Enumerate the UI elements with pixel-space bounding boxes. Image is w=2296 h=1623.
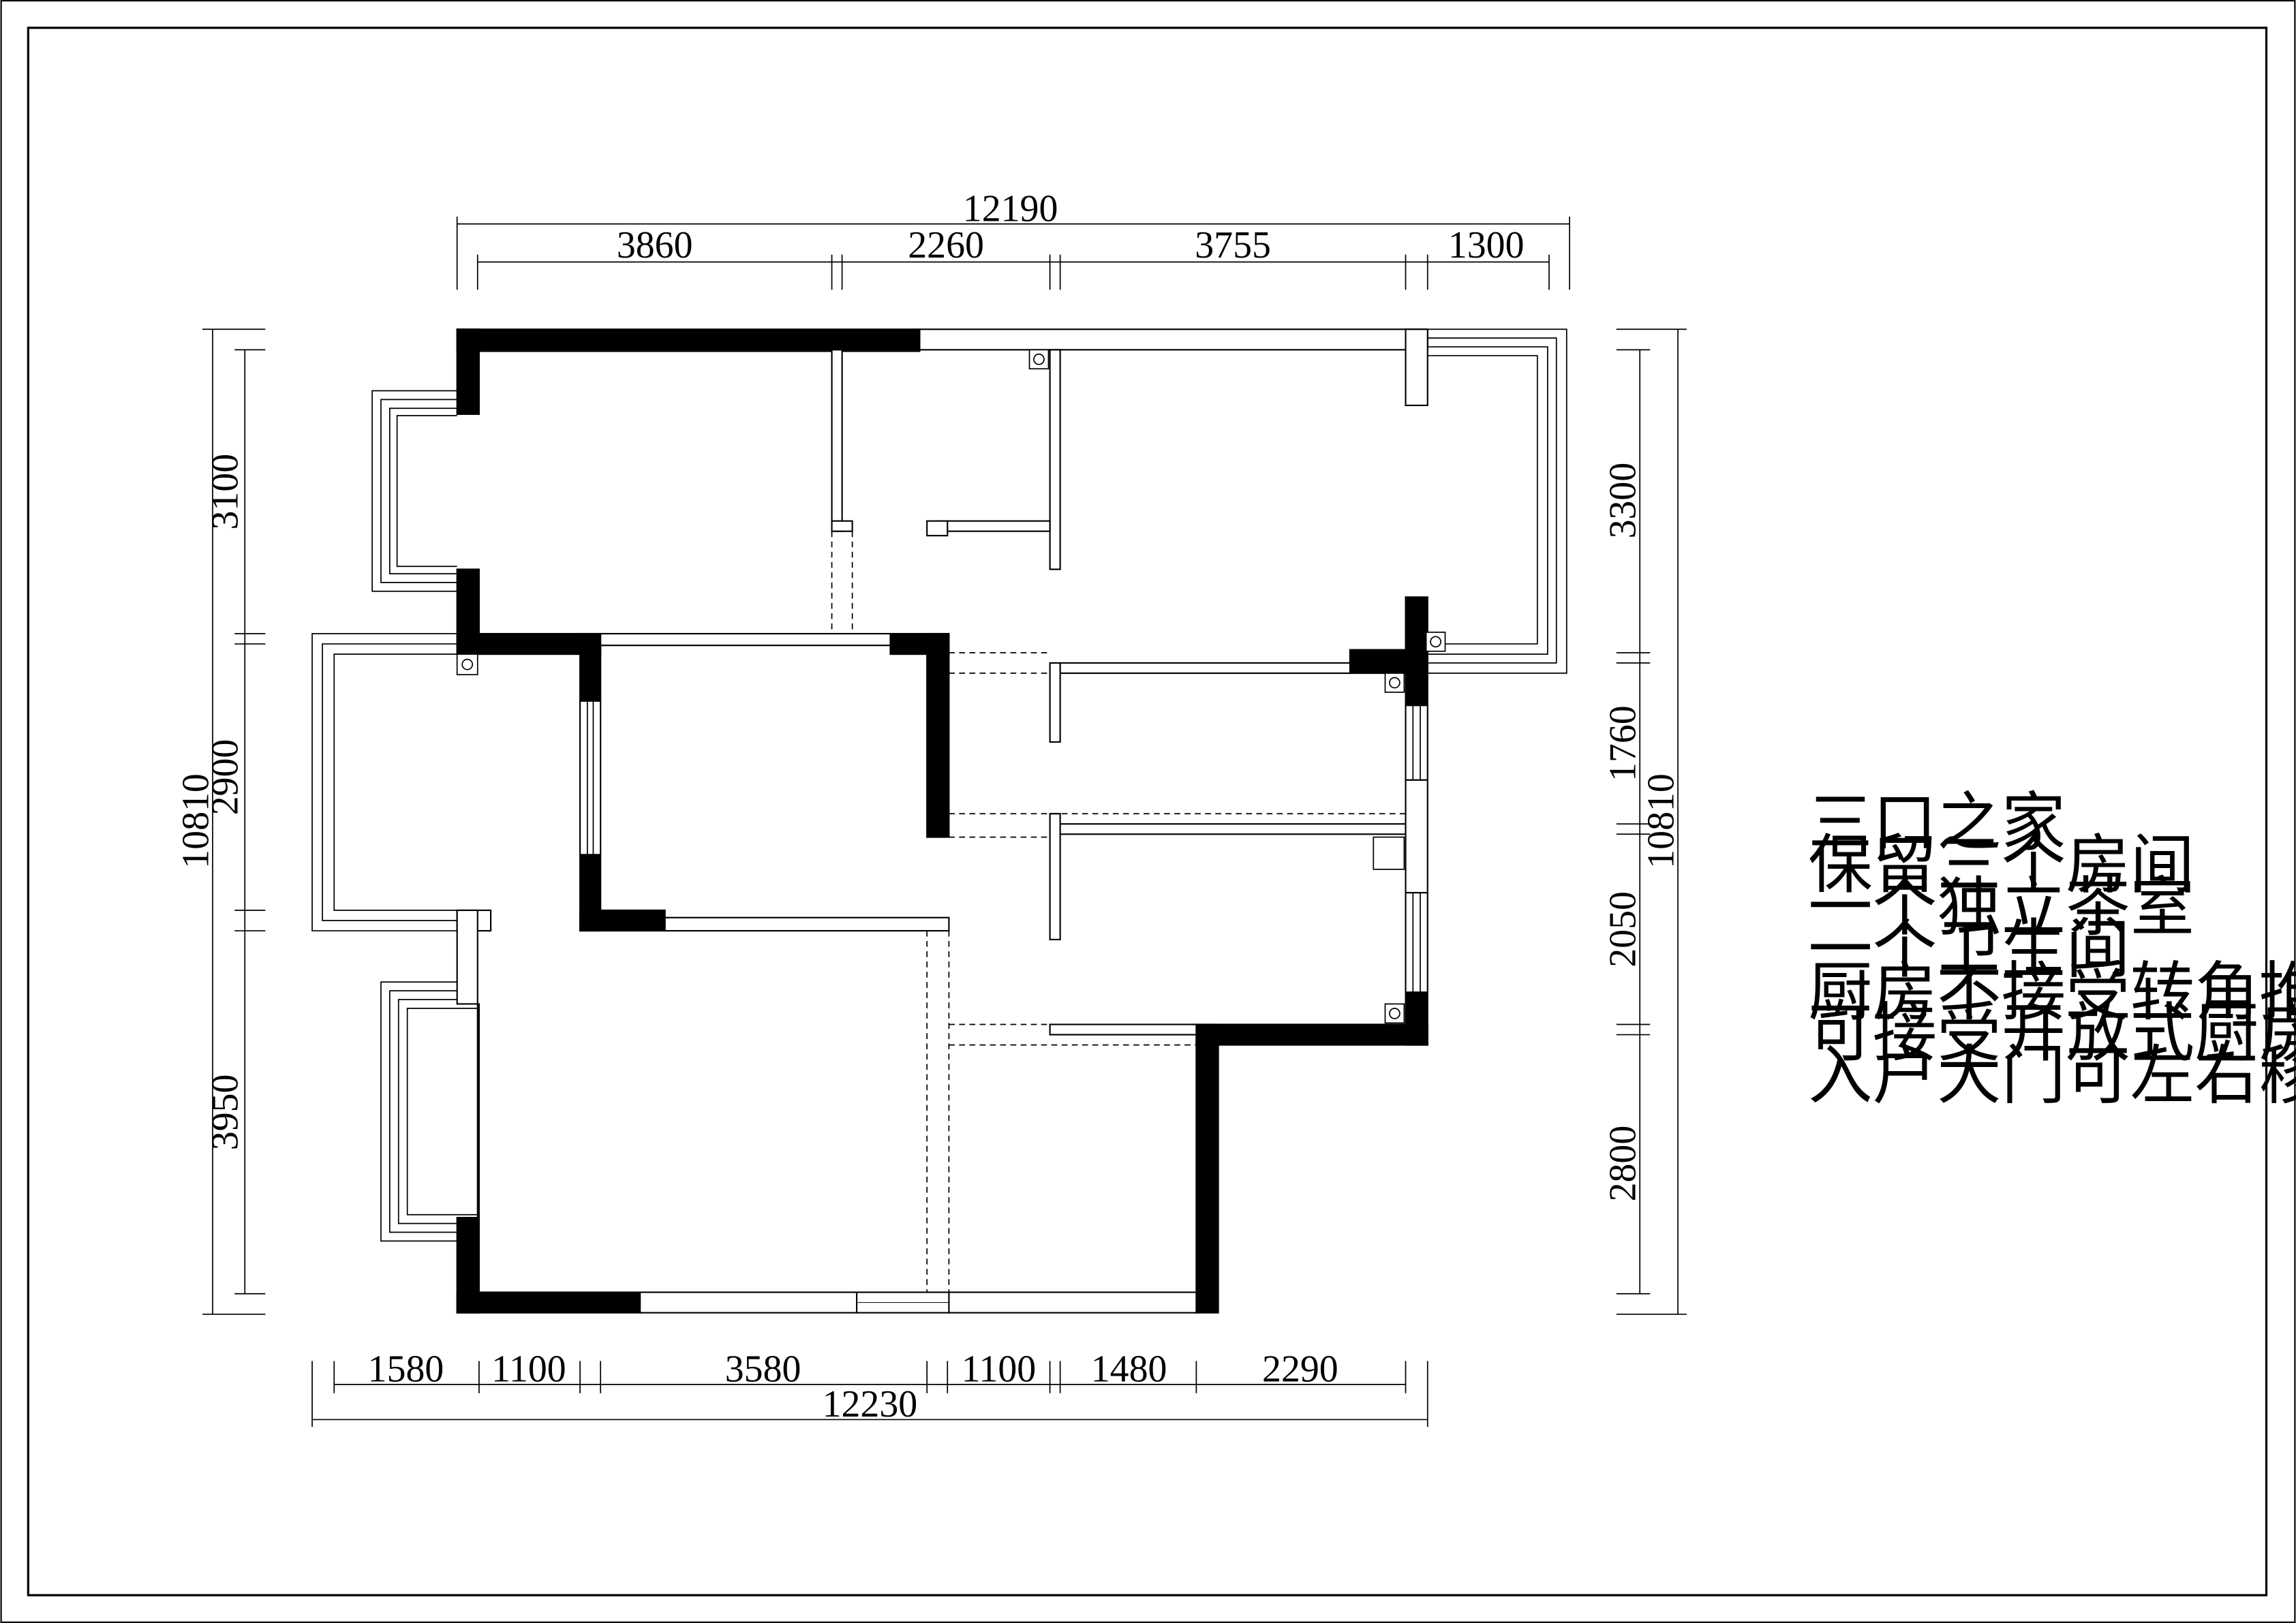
note-line: 一个独立茶室	[1808, 870, 2194, 945]
dim-right-segment: 1760	[1602, 705, 1644, 782]
wall-partition	[664, 916, 950, 932]
dim-right-segment: 2050	[1602, 891, 1644, 968]
wall-partition	[919, 328, 1428, 351]
wall-partition	[600, 632, 891, 647]
note-line: 可接受开放式厨房	[1808, 996, 2296, 1071]
wall-partition	[1059, 823, 1407, 835]
wall-solid	[456, 328, 921, 352]
dim-left-segment: 3100	[204, 454, 247, 530]
shaft-icon	[1373, 836, 1405, 870]
wall-partition	[456, 909, 478, 1005]
dim-top-total: 12190	[963, 187, 1058, 230]
note-line: 入户大门可左右移动	[1808, 1038, 2296, 1113]
dim-right-segment: 2800	[1602, 1126, 1644, 1202]
dim-bottom-total: 12230	[823, 1383, 918, 1425]
pipe-icon	[456, 653, 478, 676]
note-line: 保留三个房间	[1808, 828, 2194, 903]
opening-lines	[831, 531, 1406, 1293]
note-line: 一个卫生间	[1808, 912, 2130, 987]
pipe-icon	[1425, 632, 1446, 652]
wall-partition	[1049, 813, 1061, 941]
dim-right-total: 10810	[1640, 773, 1683, 869]
wall-solid	[579, 632, 602, 702]
walls	[456, 328, 1428, 1314]
wall-solid	[1405, 991, 1428, 1046]
wall-partition	[831, 520, 853, 532]
dim-top-segment: 3755	[1195, 224, 1271, 266]
dim-bottom-segment: 1480	[1091, 1348, 1167, 1391]
dim-top-segment: 1300	[1448, 224, 1525, 266]
window-lines	[587, 700, 1421, 1303]
wall-solid	[579, 909, 666, 932]
pipe-icon	[1384, 673, 1405, 693]
wall-partition	[639, 1291, 858, 1314]
wall-solid	[1349, 649, 1428, 675]
wall-partition	[926, 520, 949, 537]
pipe-fixtures	[456, 349, 1446, 1024]
wall-partition	[579, 700, 602, 856]
dimension-labels: 12190 3860 2260 3755 1300 1580 1100 3580…	[175, 187, 1683, 1425]
wall-partition	[831, 349, 843, 532]
wall-partition	[1405, 328, 1428, 407]
wall-partition	[1059, 662, 1351, 675]
dim-right-segment: 3300	[1602, 463, 1644, 539]
wall-solid	[456, 632, 602, 655]
wall-partition	[1049, 349, 1061, 570]
wall-partition	[1405, 892, 1428, 993]
dim-top-segment: 3860	[617, 224, 693, 266]
dim-left-total: 10810	[175, 773, 217, 869]
wall-partition	[1405, 705, 1428, 781]
pipe-icon	[1384, 1003, 1405, 1024]
wall-partition	[476, 1003, 480, 1219]
wall-solid	[926, 632, 950, 838]
bay-windows	[311, 328, 1567, 1242]
wall-partition	[1049, 662, 1061, 743]
dim-left-segment: 2900	[204, 739, 247, 816]
wall-solid	[456, 328, 480, 415]
dim-bottom-segment: 1100	[962, 1348, 1037, 1391]
wall-partition	[1049, 1023, 1197, 1036]
wall-partition	[948, 1291, 1197, 1314]
drawing-frame	[27, 27, 2268, 1596]
note-line: 厨房不接受转角推拉门	[1808, 955, 2296, 1030]
dim-top-segment: 2260	[908, 224, 984, 266]
wall-partition	[1405, 779, 1428, 894]
pipe-icon	[1028, 349, 1050, 370]
dimension-lines	[202, 216, 1687, 1427]
wall-solid	[1195, 1023, 1219, 1314]
dim-bottom-segment: 1580	[368, 1348, 444, 1391]
dim-bottom-segment: 3580	[725, 1348, 801, 1391]
wall-partition	[938, 520, 1051, 532]
wall-solid	[1195, 1023, 1428, 1046]
note-line: 三口之家	[1808, 785, 2066, 860]
wall-solid	[456, 1291, 641, 1314]
design-notes: 三口之家 保留三个房间 一个独立茶室 一个卫生间 厨房不接受转角推拉门 可接受开…	[1808, 785, 2296, 1113]
dim-left-segment: 3950	[204, 1075, 247, 1151]
dim-bottom-segment: 1100	[491, 1348, 566, 1391]
dim-bottom-segment: 2290	[1262, 1348, 1338, 1391]
